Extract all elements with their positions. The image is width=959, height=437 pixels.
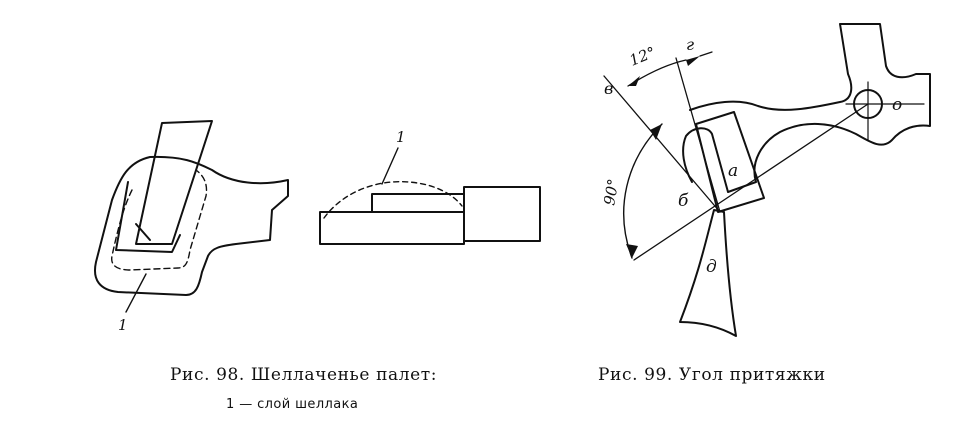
fig99-label-d: д — [706, 257, 717, 277]
fig98-pallet-stone — [135, 120, 213, 245]
fig99-line-g — [675, 57, 721, 213]
fig99-arrow-g — [686, 56, 700, 66]
fig99-label-a: а — [728, 161, 738, 181]
fig99-angle-12: 12° — [627, 43, 658, 70]
fig98-side-stone — [371, 193, 465, 213]
fig99-radius-line — [633, 103, 869, 261]
fig98-side-base — [319, 211, 465, 245]
fig98-leader-line — [125, 273, 147, 313]
fig99-caption: Рис. 99. Угол притяжки — [598, 365, 826, 385]
fig99-pallet-stone — [695, 111, 765, 213]
fig98-side-arm — [463, 186, 541, 242]
fig98-pallet-edge — [135, 223, 151, 241]
fig98-label-1-right: 1 — [396, 128, 406, 146]
fig99-angle-90: 90° — [600, 177, 622, 206]
fig99-lever-assembly — [603, 23, 931, 337]
fig99-label-g: г — [686, 35, 694, 54]
fig99-label-o: о — [892, 95, 902, 115]
fig98-legend: 1 — слой шеллака — [226, 397, 359, 412]
fig98-caption: Рис. 98. Шеллаченье палет: — [170, 365, 438, 385]
fig98-label-1-left: 1 — [118, 316, 128, 334]
fig98-pallet-slot — [115, 181, 181, 253]
fig99-face-line — [603, 75, 721, 213]
fig99-arc-90 — [623, 123, 663, 259]
fig99-arrow-g-tail — [699, 51, 713, 57]
fig99-arrow-90-bottom — [626, 244, 638, 258]
fig98-side-view — [319, 147, 541, 245]
fig98-fork-body — [94, 155, 289, 296]
fig98-side-shellac — [323, 181, 463, 219]
fig99-lever-body — [682, 23, 931, 193]
fig99-arrow-12-left — [628, 76, 640, 86]
fig98-shellac-outline — [111, 169, 208, 271]
fig98-side-leader — [381, 147, 399, 185]
fig99-label-b: б — [678, 191, 689, 211]
fig99-escape-tooth — [679, 209, 737, 337]
fig99-label-v: в — [604, 79, 613, 98]
fig99-arrow-90-top — [650, 124, 662, 140]
fig98-pallet-fork-view — [94, 120, 289, 313]
